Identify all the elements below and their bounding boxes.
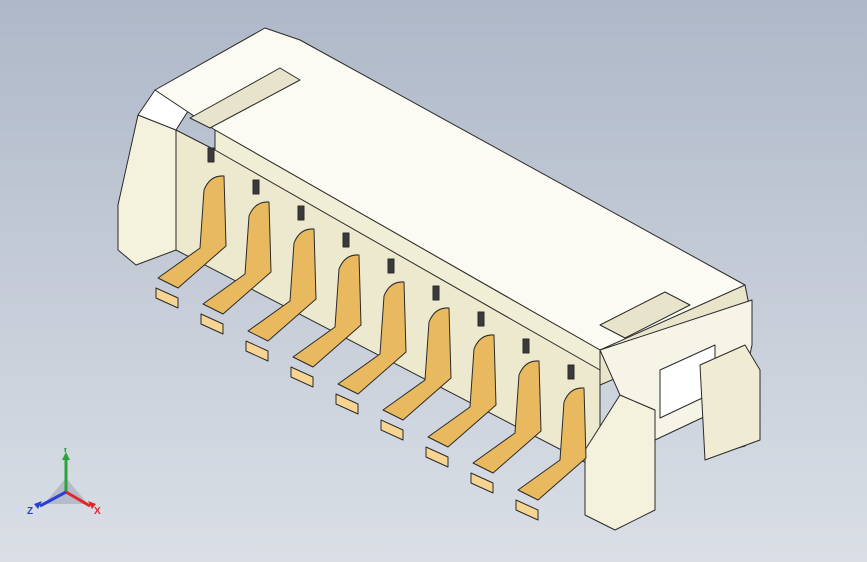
x-axis-arrow	[88, 501, 96, 509]
pin-2	[200, 201, 272, 335]
pin-1	[155, 175, 227, 309]
pin-4	[290, 254, 362, 388]
pin-9	[515, 387, 587, 521]
right-top-slot	[599, 291, 691, 339]
pin-7	[425, 334, 497, 468]
y-axis-label: Y	[62, 448, 69, 455]
left-latch-front	[117, 114, 177, 266]
z-axis-label: Z	[27, 506, 33, 517]
x-axis-label: X	[94, 506, 101, 517]
left-top-slot	[189, 67, 301, 129]
pin-5	[335, 281, 407, 415]
pin-slots	[207, 147, 575, 380]
pin-6	[380, 307, 452, 441]
right-side-block	[699, 344, 761, 461]
x-axis-line	[65, 490, 91, 508]
axis-triad: Y X Z	[27, 448, 101, 517]
pin-8	[470, 360, 542, 494]
pins	[155, 175, 587, 521]
y-axis-arrow	[62, 452, 70, 460]
pin-3	[245, 228, 317, 362]
z-axis-line	[39, 490, 67, 508]
z-axis-arrow	[34, 501, 42, 509]
